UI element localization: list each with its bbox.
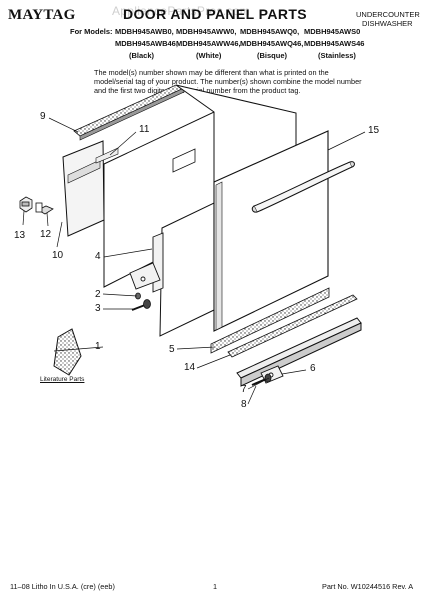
color-label: (Black): [129, 51, 155, 60]
callout-11: 11: [139, 124, 150, 135]
watermark: AppliancePartsPros.com: [112, 4, 250, 18]
literature-1: [53, 328, 82, 376]
outer-door-panel-15: [213, 130, 329, 332]
callout-9: 9: [40, 111, 46, 122]
model-cell: MDBH945AWB0,: [115, 27, 174, 36]
model-cell: MDBH945AWW0,: [176, 27, 237, 36]
gasket-strip-9: [73, 84, 186, 137]
lower-gasket-5: [210, 287, 330, 354]
callout-6: 6: [310, 363, 316, 374]
model-cell: MDBH945AWS46: [304, 39, 365, 48]
model-cell: MDBH945AWB46,: [115, 39, 178, 48]
callout-14: 14: [184, 362, 196, 373]
door-handle: [251, 161, 355, 213]
models-label: For Models:: [70, 27, 113, 36]
footer-part-number: Part No. W10244516 Rev. A: [322, 582, 414, 591]
callout-1: 1: [95, 341, 101, 352]
literature-parts-label: Literature Parts: [40, 376, 85, 383]
model-cell: MDBH945AWS0: [304, 27, 361, 36]
screw-8: [251, 373, 272, 386]
clip-13: [19, 196, 33, 213]
callout-7: 7: [241, 384, 247, 395]
callout-12: 12: [40, 229, 52, 240]
page-title: DOOR AND PANEL PARTS: [123, 6, 308, 22]
color-label: (White): [196, 51, 222, 60]
model-cell: MDBH945AWQ46,: [240, 39, 304, 48]
callout-5: 5: [169, 344, 175, 355]
category-line-1: UNDERCOUNTER: [356, 10, 420, 19]
footer-page-number: 1: [213, 582, 218, 591]
screw-3: [131, 299, 151, 311]
callout-10: 10: [52, 250, 64, 261]
callout-13: 13: [14, 230, 26, 241]
hinge-bracket-4: [129, 232, 164, 293]
category-label: UNDERCOUNTER DISHWASHER: [356, 10, 420, 28]
model-cell: MDBH945AWQ0,: [240, 27, 300, 36]
color-label: (Stainless): [318, 51, 356, 60]
brand-logo: MAYTAG: [8, 7, 76, 23]
clip-12: [35, 202, 54, 215]
callout-3: 3: [95, 303, 101, 314]
category-line-2: DISHWASHER: [362, 19, 413, 28]
footer-print-info: 11–08 Litho In U.S.A. (cre) (eeb): [10, 582, 115, 591]
side-trim-11: [62, 140, 105, 237]
callout-2: 2: [95, 289, 101, 300]
callout-8: 8: [241, 399, 247, 410]
callout-4: 4: [95, 251, 101, 262]
model-cell: MDBH945AWW46,: [176, 39, 241, 48]
color-label: (Bisque): [257, 51, 287, 60]
callout-15: 15: [368, 125, 380, 136]
toe-kick-14: [227, 294, 358, 358]
